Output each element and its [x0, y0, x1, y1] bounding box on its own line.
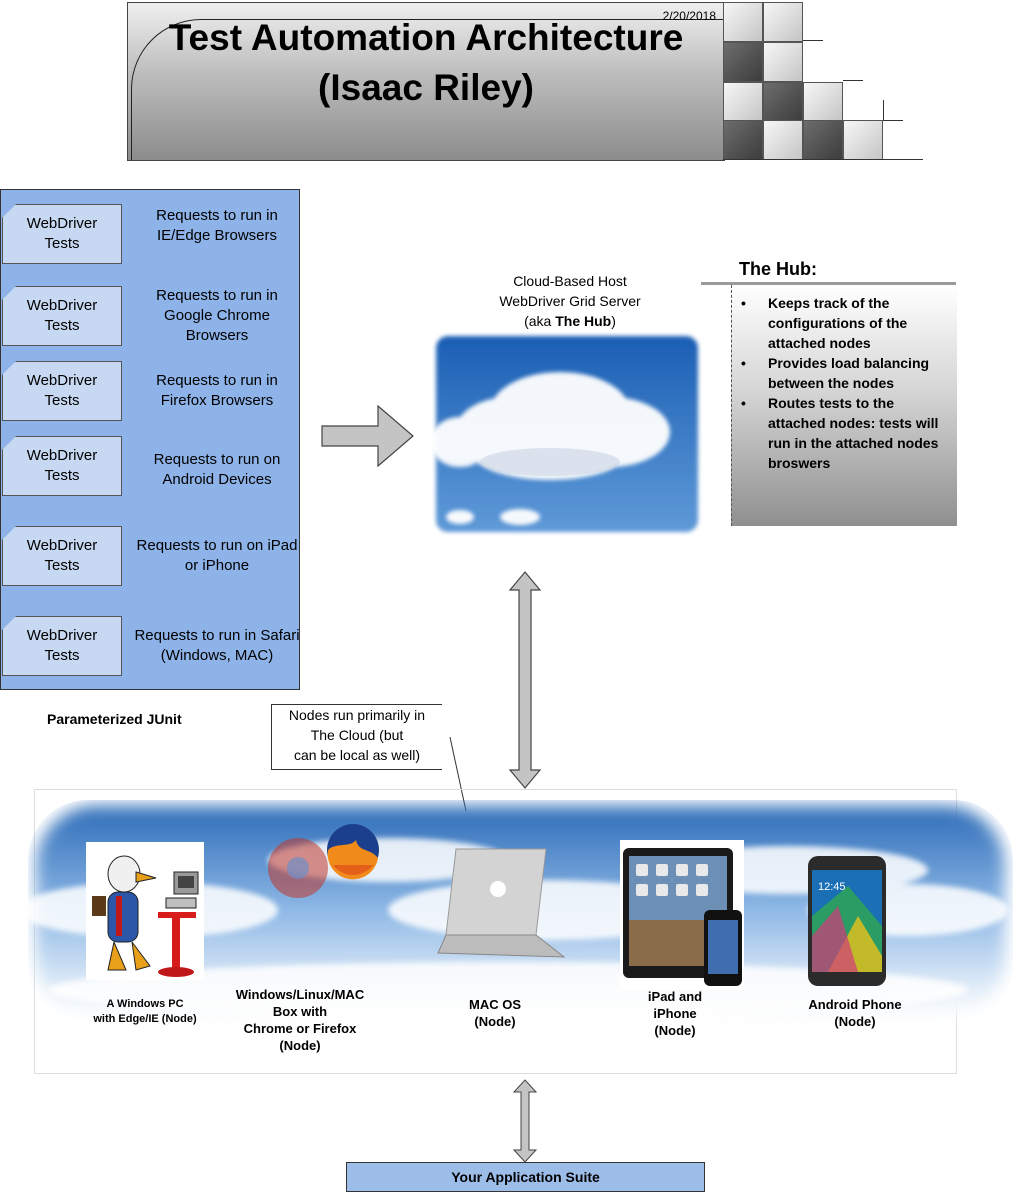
box-label-line2: Tests	[44, 647, 80, 664]
webdriver-tests-box-firefox: WebDriver Tests	[2, 361, 122, 421]
banner-title-line2: (Isaac Riley)	[318, 67, 534, 108]
banner-panel: 2/20/2018 Test Automation Architecture (…	[127, 2, 725, 161]
box-label-line1: WebDriver	[26, 297, 98, 314]
ipad-iphone-node-image	[620, 840, 744, 990]
cloud-image	[430, 336, 698, 532]
hub-title-rule	[701, 282, 956, 285]
host-caption-line3: (aka The Hub)	[524, 313, 616, 329]
host-caption-line2: WebDriver Grid Server	[499, 293, 641, 309]
junit-label: Parameterized JUnit	[47, 711, 182, 727]
banner-date: 2/20/2018	[662, 9, 716, 23]
box-label-line2: Tests	[44, 235, 80, 252]
box-label-line2: Tests	[44, 317, 80, 334]
android-phone-node-image: 12:45	[808, 856, 886, 986]
node-label-windows-linux-mac: Windows/Linux/MAC Box with Chrome or Fir…	[235, 987, 365, 1053]
chrome-firefox-logo-icon	[268, 824, 379, 898]
banner-curve-decoration	[131, 19, 724, 160]
hub-note-body	[731, 285, 957, 526]
webdriver-tests-box-ios: WebDriver Tests	[2, 526, 122, 586]
host-caption-line1: Cloud-Based Host	[513, 273, 627, 289]
callout-line2: The Cloud (but	[310, 727, 404, 743]
double-arrow-vertical-icon	[508, 571, 542, 789]
hub-note: The Hub: •Keeps track of the configurati…	[701, 255, 957, 526]
application-suite-box: Your Application Suite	[346, 1162, 705, 1192]
hub-title: The Hub:	[739, 259, 817, 279]
webdriver-tests-panel: WebDriver Tests Requests to run in IE/Ed…	[0, 189, 300, 690]
webdriver-tests-box-safari: WebDriver Tests	[2, 616, 122, 676]
request-android: Requests to run on Android Devices	[153, 451, 281, 488]
box-label-line1: WebDriver	[26, 627, 98, 644]
banner-title-line1: Test Automation Architecture	[168, 17, 684, 58]
request-ie-edge: Requests to run in IE/Edge Browsers	[156, 207, 278, 244]
title-banner: 2/20/2018 Test Automation Architecture (…	[127, 2, 924, 161]
webdriver-tests-box-android: WebDriver Tests	[2, 436, 122, 496]
node-label-android: Android Phone (Node)	[808, 997, 902, 1029]
phone-clock: 12:45	[818, 881, 846, 893]
list-item: •Keeps track of the configurations of th…	[741, 295, 908, 351]
windows-pc-node-image	[86, 842, 204, 980]
list-item: •Provides load balancing between the nod…	[741, 355, 930, 391]
arrow-right-icon	[321, 404, 414, 468]
callout-line1: Nodes run primarily in	[288, 707, 426, 723]
nodes-callout: Nodes run primarily in The Cloud (but ca…	[271, 704, 442, 770]
request-ipad-iphone: Requests to run on iPad or iPhone	[136, 537, 298, 574]
request-firefox: Requests to run in Firefox Browsers	[156, 372, 278, 409]
box-label-line2: Tests	[44, 392, 80, 409]
list-item: •Routes tests to the attached nodes: tes…	[741, 395, 939, 471]
callout-line3: can be local as well)	[293, 747, 421, 763]
box-label-line1: WebDriver	[26, 215, 98, 232]
request-chrome: Requests to run in Google Chrome Browser…	[156, 287, 278, 344]
box-label-line2: Tests	[44, 557, 80, 574]
node-label-ipad-iphone: iPad and iPhone (Node)	[647, 989, 703, 1038]
box-label-line1: WebDriver	[26, 537, 98, 554]
callout-pointer-line	[449, 736, 467, 812]
macbook-node-image	[437, 848, 566, 958]
webdriver-tests-box-chrome: WebDriver Tests	[2, 286, 122, 346]
cloud-host-caption: Cloud-Based Host WebDriver Grid Server (…	[470, 271, 670, 331]
box-label-line1: WebDriver	[26, 372, 98, 389]
webdriver-tests-box-ie: WebDriver Tests	[2, 204, 122, 264]
node-label-mac: MAC OS (Node)	[469, 997, 521, 1029]
double-arrow-vertical-icon	[512, 1079, 538, 1163]
request-safari: Requests to run in Safari (Windows, MAC)	[134, 627, 300, 664]
box-label-line1: WebDriver	[26, 447, 98, 464]
hub-bullet-list: •Keeps track of the configurations of th…	[741, 293, 951, 473]
box-label-line2: Tests	[44, 467, 80, 484]
node-label-windows-pc: A Windows PC with Edge/IE (Node)	[93, 998, 197, 1025]
